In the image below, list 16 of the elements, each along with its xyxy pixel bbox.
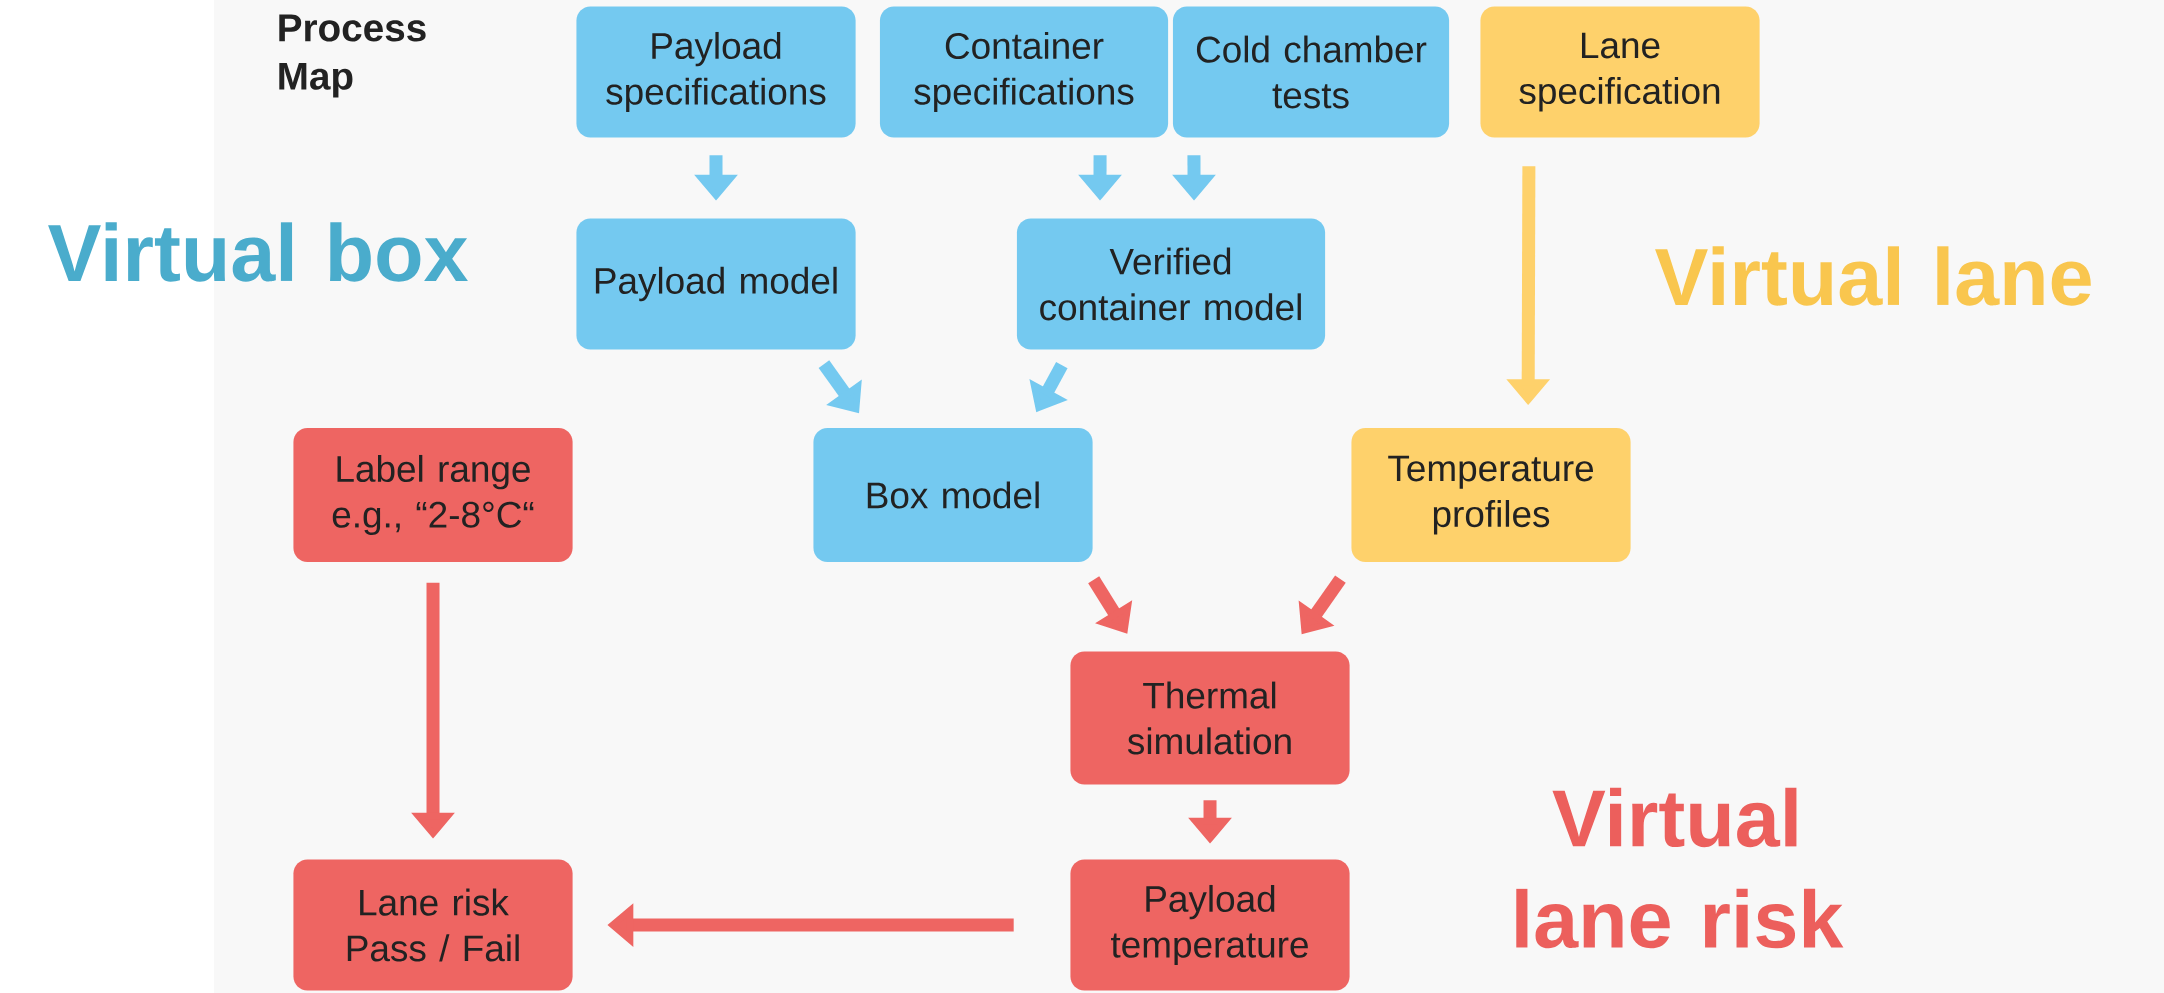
process-box: Lane risk Pass / Fail bbox=[293, 859, 573, 991]
process-box: Thermal simulation bbox=[1070, 651, 1350, 785]
process-box: Verified container model bbox=[1016, 218, 1326, 350]
process-box: Payload specifications bbox=[576, 6, 856, 138]
process-box: Temperature profiles bbox=[1351, 427, 1631, 563]
process-box: Cold chamber tests bbox=[1172, 6, 1450, 138]
heading: Process Map bbox=[279, 14, 426, 98]
process-box: Payload model bbox=[576, 218, 856, 350]
process-box: Box model bbox=[813, 427, 1093, 563]
section-title: Virtual box bbox=[48, 222, 468, 282]
process-box: Payload temperature bbox=[1070, 859, 1350, 991]
process-box: Label range e.g., “2-8°C“ bbox=[293, 427, 573, 563]
section-title: Virtual lane risk bbox=[1516, 787, 1844, 949]
process-box: Lane specification bbox=[1480, 6, 1760, 138]
section-title: Virtual lane bbox=[1655, 246, 2091, 306]
process-box: Container specifications bbox=[879, 6, 1169, 138]
